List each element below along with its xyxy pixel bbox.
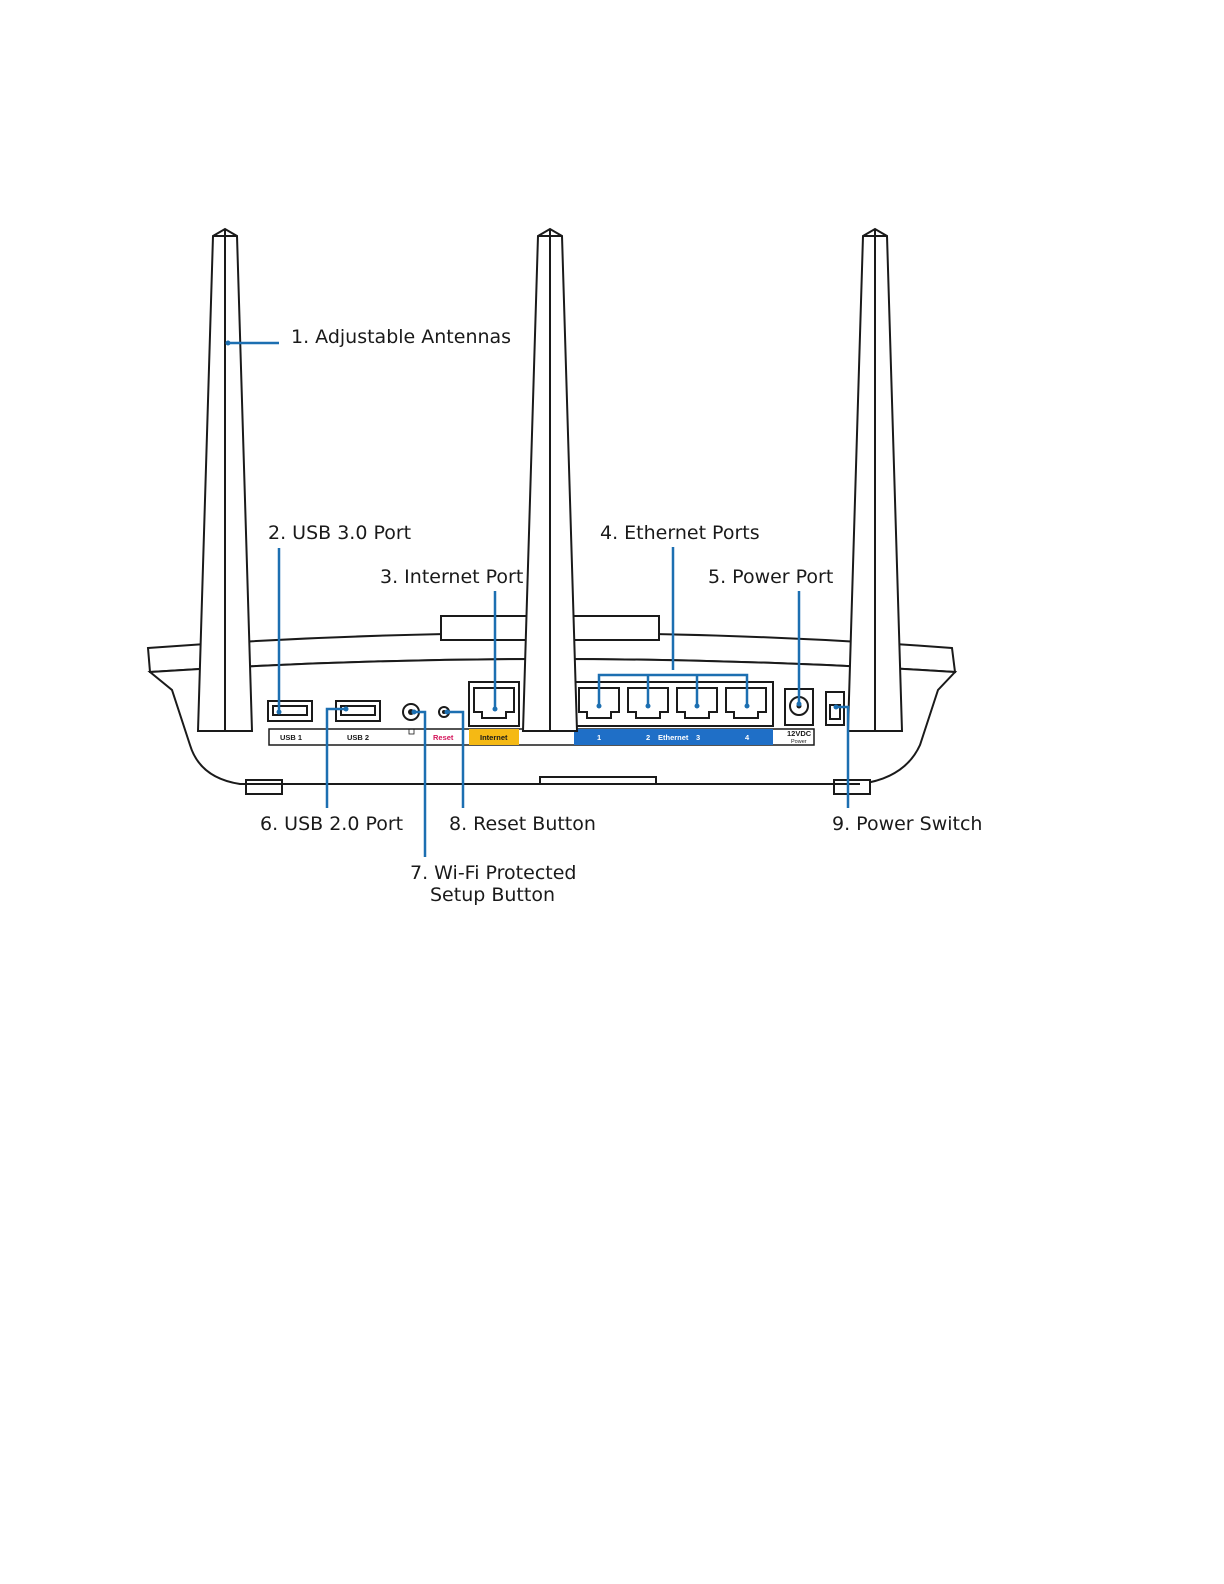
usb2-port (336, 701, 380, 721)
usb1-label: USB 1 (280, 733, 302, 742)
callout-usb2-port: 6. USB 2.0 Port (260, 813, 403, 835)
callout-wps-line1: 7. Wi-Fi Protected (410, 862, 576, 884)
usb2-label: USB 2 (347, 733, 369, 742)
eth1-label: 1 (597, 733, 601, 742)
ethernet-label: Ethernet (658, 733, 689, 742)
usb1-port (268, 701, 312, 721)
callout-wps-line2: Setup Button (430, 884, 555, 906)
callout-power-switch: 9. Power Switch (832, 813, 982, 835)
callout-ethernet-ports: 4. Ethernet Ports (600, 522, 760, 544)
eth2-label: 2 (646, 733, 650, 742)
callout-power-port: 5. Power Port (708, 566, 833, 588)
eth3-label: 3 (696, 733, 700, 742)
antenna-center (523, 229, 577, 731)
power-voltage-label: 12VDC (787, 729, 812, 738)
ethernet-ports (574, 682, 773, 726)
callout-reset-button: 8. Reset Button (449, 813, 596, 835)
reset-label: Reset (433, 733, 454, 742)
antenna-left (198, 229, 252, 731)
callout-antennas: 1. Adjustable Antennas (291, 326, 511, 348)
antenna-right (848, 229, 902, 731)
callout-internet-port: 3. Internet Port (380, 566, 523, 588)
internet-label: Internet (480, 733, 508, 742)
power-label: Power (791, 739, 807, 745)
callout-usb3-port: 2. USB 3.0 Port (268, 522, 411, 544)
